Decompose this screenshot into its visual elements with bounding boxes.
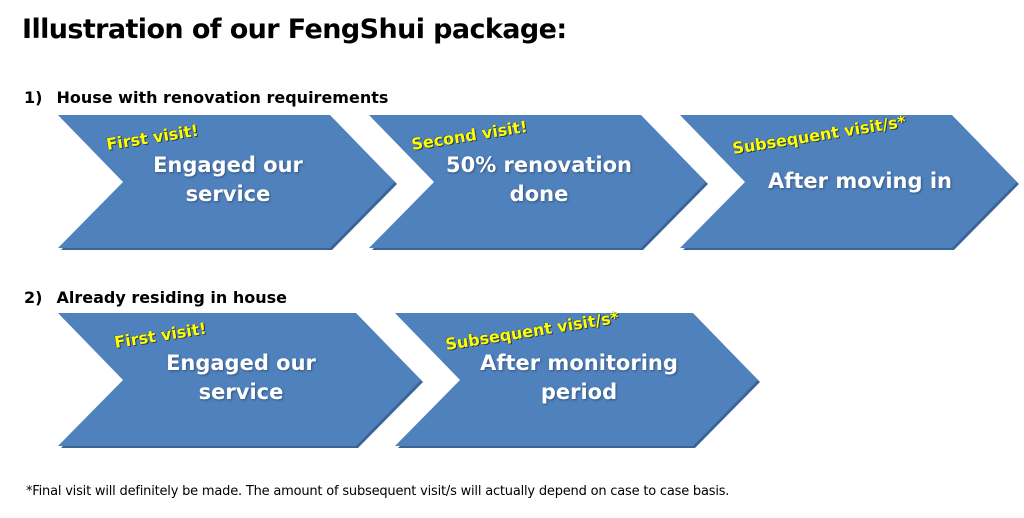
step-label: After monitoring period [465, 349, 693, 407]
chevron-shape [395, 313, 760, 448]
step-label-line-2: done [509, 182, 569, 206]
step-label-line-2: period [540, 380, 618, 404]
step-label-line-1: Engaged our [166, 351, 316, 375]
chevron-step-1-3: Subsequent visit/s* After moving in [680, 112, 1019, 250]
step-label: Engaged our service [136, 151, 320, 209]
chevron-step-2-2: Subsequent visit/s* After monitoring per… [395, 308, 760, 448]
section-1-label: House with renovation requirements [56, 88, 389, 107]
step-label-line-2: service [185, 182, 271, 206]
footnote: *Final visit will definitely be made. Th… [26, 484, 730, 499]
chevron-shape [369, 115, 708, 250]
step-label-line-1: After monitoring [480, 351, 678, 375]
section-1-heading: 1) House with renovation requirements [24, 88, 388, 107]
step-label: After moving in [740, 167, 980, 196]
chevron-shape [680, 115, 1019, 250]
section-2-heading: 2) Already residing in house [24, 288, 287, 307]
chevron-step-1-1: First visit! Engaged our service [58, 115, 397, 250]
step-label-line-1: Engaged our [153, 153, 303, 177]
step-label-line-1: 50% renovation [445, 153, 633, 177]
section-2-number: 2) [24, 288, 43, 307]
chevron-step-1-2: Second visit! 50% renovation done [369, 115, 708, 250]
section-2-label: Already residing in house [56, 288, 288, 307]
chevron-shape [58, 313, 423, 448]
step-label: Engaged our service [146, 349, 336, 407]
page-title: Illustration of our FengShui package: [22, 14, 567, 45]
chevron-shape [58, 115, 397, 250]
chevron-step-2-1: First visit! Engaged our service [58, 313, 423, 448]
section-1-number: 1) [24, 88, 43, 107]
step-label-line-2: service [198, 380, 284, 404]
step-label-line-1: After moving in [768, 169, 952, 193]
step-label: 50% renovation done [429, 151, 649, 209]
